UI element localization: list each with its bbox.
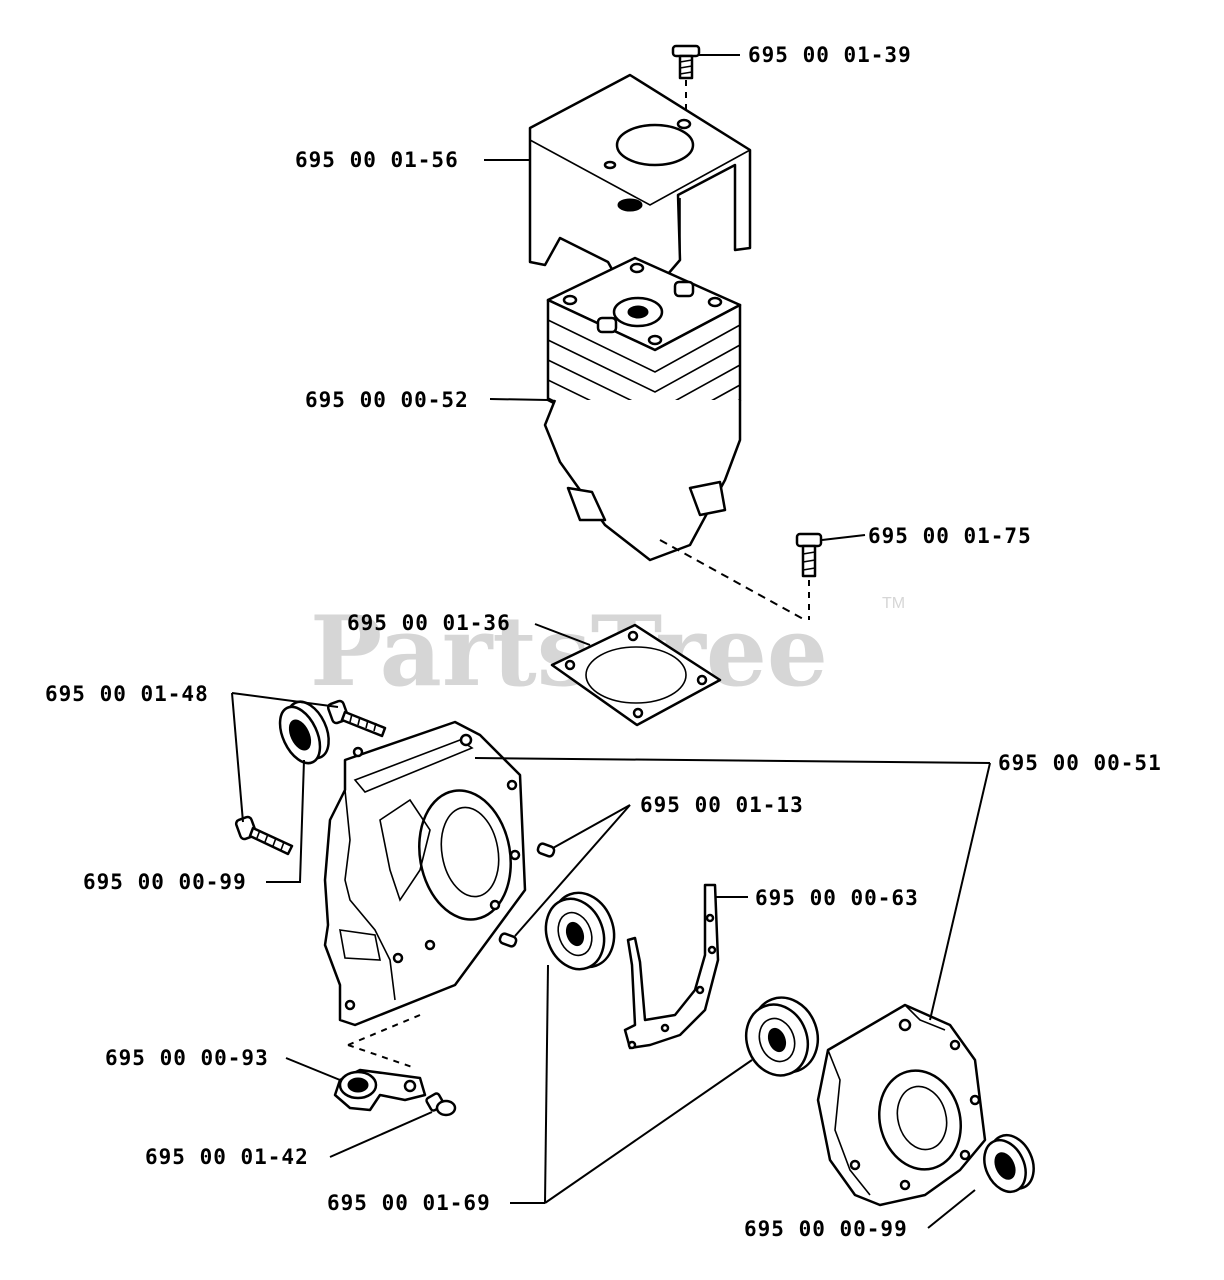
label-695-00-00-99-left: 695 00 00-99 (83, 870, 247, 894)
dowel-pins-part (498, 842, 556, 948)
label-695-00-01-36: 695 00 01-36 (347, 611, 511, 635)
bolt-crankcase-lower-part (234, 815, 294, 856)
part-labels: 695 00 01-39 695 00 01-56 695 00 00-52 6… (45, 43, 1162, 1241)
cylinder-gasket-part (550, 623, 722, 727)
seal-left-part (278, 700, 330, 765)
watermark-trademark: TM (882, 595, 905, 612)
label-695-00-00-52: 695 00 00-52 (305, 388, 469, 412)
crankcase-gasket-part (623, 883, 720, 1050)
label-695-00-01-39: 695 00 01-39 (748, 43, 912, 67)
screw-clamp-part (425, 1092, 457, 1117)
clamp-part (333, 1014, 427, 1112)
label-695-00-01-56: 695 00 01-56 (295, 148, 459, 172)
label-695-00-00-99-right: 695 00 00-99 (744, 1217, 908, 1241)
label-695-00-01-69: 695 00 01-69 (327, 1191, 491, 1215)
leader-lines (231, 54, 991, 1229)
crankcase-right-part (816, 1003, 987, 1207)
watermark-text: PartsTree (310, 595, 828, 708)
label-695-00-01-13: 695 00 01-13 (640, 793, 804, 817)
bolt-cylinder-part (795, 532, 823, 620)
bearing-left-part (544, 891, 616, 971)
seal-right-part (983, 1134, 1035, 1194)
bearing-right-part (744, 996, 820, 1077)
cylinder-part (543, 256, 742, 562)
label-695-00-00-63: 695 00 00-63 (755, 886, 919, 910)
label-695-00-01-42: 695 00 01-42 (145, 1145, 309, 1169)
label-695-00-00-93: 695 00 00-93 (105, 1046, 269, 1070)
cylinder-cover-part (528, 73, 752, 297)
label-695-00-01-75: 695 00 01-75 (868, 524, 1032, 548)
label-695-00-01-48: 695 00 01-48 (45, 682, 209, 706)
label-695-00-00-51: 695 00 00-51 (998, 751, 1162, 775)
crankcase-left-part (323, 720, 527, 1027)
screw-top-part (671, 44, 701, 110)
